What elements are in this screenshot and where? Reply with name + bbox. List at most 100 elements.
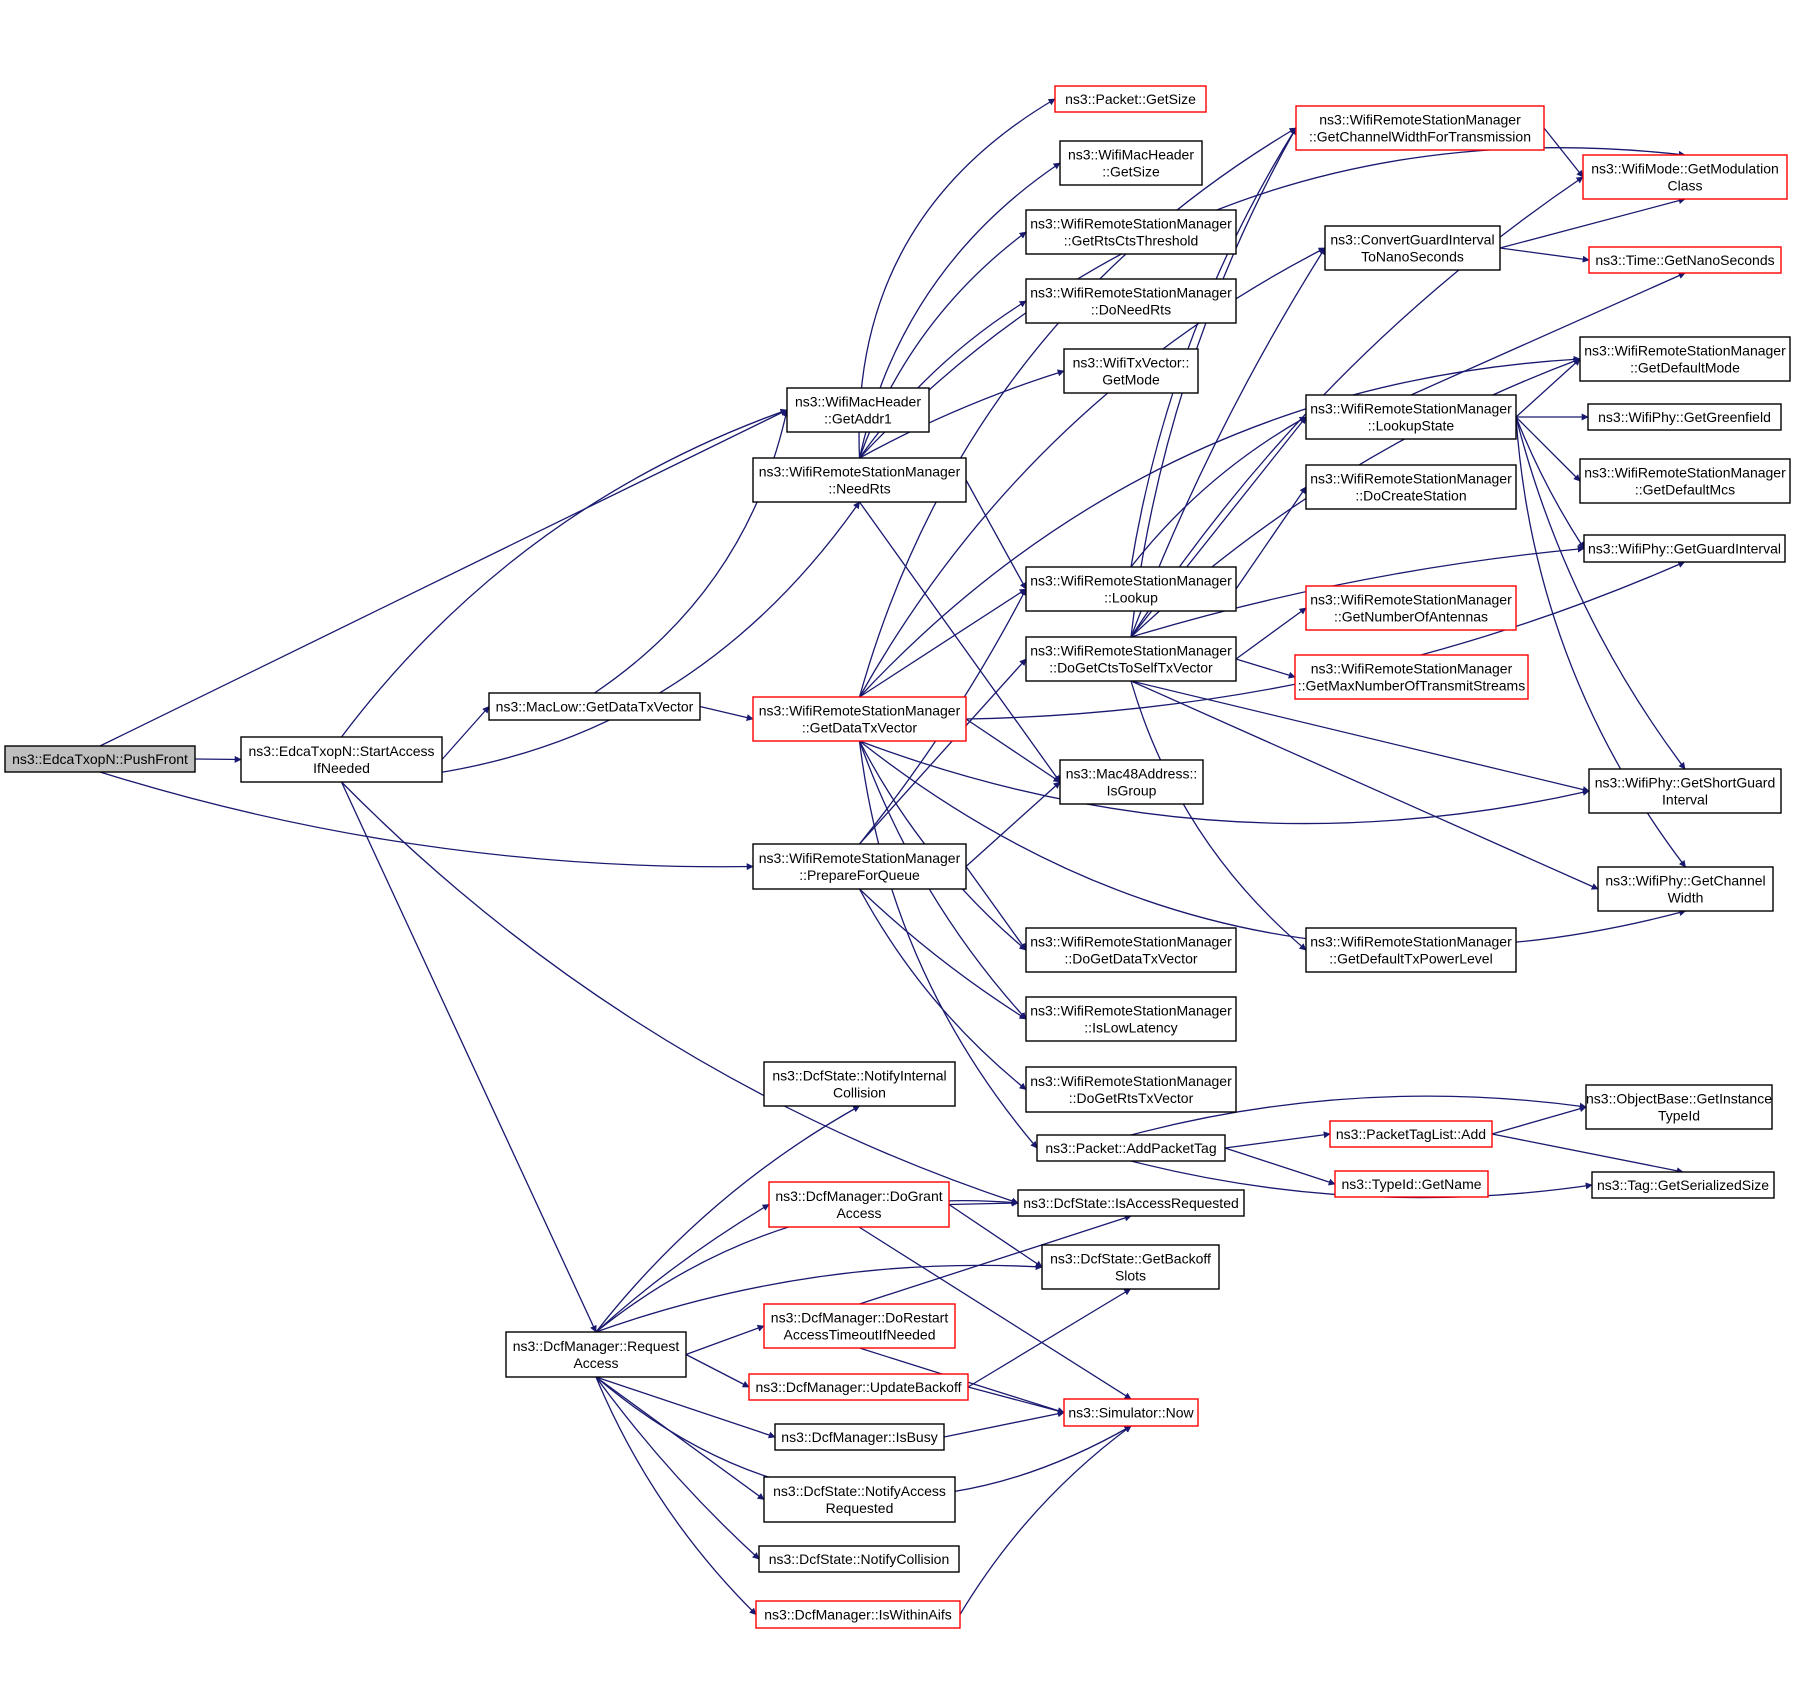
node-getgreenfield[interactable]: ns3::WifiPhy::GetGreenfield [1587,403,1782,431]
node-typeid-getname[interactable]: ns3::TypeId::GetName [1334,1170,1489,1198]
node-addpackettag[interactable]: ns3::Packet::AddPacketTag [1036,1134,1226,1162]
node-iswithinaifs[interactable]: ns3::DcfManager::IsWithinAifs [755,1600,961,1629]
call-edge [1515,416,1585,550]
node-header-getsize[interactable]: ns3::WifiMacHeader::GetSize [1059,140,1203,186]
node-label: IfNeeded [313,760,370,776]
node-box [505,1331,687,1378]
node-label: ns3::WifiMode::GetModulation [1591,161,1779,177]
node-isbusy[interactable]: ns3::DcfManager::IsBusy [774,1423,945,1451]
node-packettaglist-add[interactable]: ns3::PacketTagList::Add [1329,1120,1493,1148]
node-dogetctstoself[interactable]: ns3::WifiRemoteStationManager::DoGetCtsT… [1025,636,1237,682]
node-getdefaultmode[interactable]: ns3::WifiRemoteStationManager::GetDefaul… [1579,336,1791,382]
node-box [752,843,967,890]
node-box [1025,636,1237,682]
node-getdefaulttxpowerlevel[interactable]: ns3::WifiRemoteStationManager::GetDefaul… [1305,927,1517,973]
node-label: ns3::WifiRemoteStationManager [1030,573,1232,589]
node-getrtsctsthreshold[interactable]: ns3::WifiRemoteStationManager::GetRtsCts… [1025,209,1237,255]
node-label: ns3::Tag::GetSerializedSize [1597,1177,1769,1193]
call-edge [859,369,1065,459]
node-label: ns3::DcfManager::DoGrant [775,1188,942,1204]
node-dorestart[interactable]: ns3::DcfManager::DoRestartAccessTimeoutI… [763,1303,956,1349]
node-getdatatxvector-low[interactable]: ns3::MacLow::GetDataTxVector [488,692,701,721]
node-getmaxnumberofstreams[interactable]: ns3::WifiRemoteStationManager::GetMaxNum… [1294,654,1529,700]
call-edge [340,781,597,1333]
node-lookup[interactable]: ns3::WifiRemoteStationManager::Lookup [1025,566,1237,612]
call-edge [1499,247,1590,263]
node-getguardinterval[interactable]: ns3::WifiPhy::GetGuardInterval [1583,534,1786,563]
node-notifycollision[interactable]: ns3::DcfState::NotifyCollision [758,1545,960,1573]
call-edge [595,1203,770,1333]
call-edge [595,1376,776,1439]
node-needrts[interactable]: ns3::WifiRemoteStationManager::NeedRts [752,457,967,503]
node-getdefaultmcs[interactable]: ns3::WifiRemoteStationManager::GetDefaul… [1579,458,1791,504]
node-box [752,457,967,503]
node-label: TypeId [1658,1108,1700,1124]
node-dogetdatatxvector[interactable]: ns3::WifiRemoteStationManager::DoGetData… [1025,927,1237,973]
call-edge [99,409,788,747]
call-edge [859,355,1581,698]
node-box [1305,585,1517,631]
node-box [763,1476,956,1523]
node-box [1305,927,1517,973]
node-packet-getsize[interactable]: ns3::Packet::GetSize [1054,85,1207,113]
node-label: ns3::ObjectBase::GetInstance [1586,1091,1772,1107]
call-edge [1130,1095,1587,1136]
node-islowlatency[interactable]: ns3::WifiRemoteStationManager::IsLowLate… [1025,996,1237,1042]
call-edge [858,740,1038,1149]
node-isgroup[interactable]: ns3::Mac48Address::IsGroup [1059,759,1204,805]
node-label: ns3::Packet::GetSize [1065,91,1196,107]
node-getaddr1[interactable]: ns3::WifiMacHeader::GetAddr1 [786,387,930,433]
node-getchannelwidth[interactable]: ns3::WifiPhy::GetChannelWidth [1597,866,1774,912]
node-box [1588,246,1782,274]
node-getdatatxvector-rsm[interactable]: ns3::WifiRemoteStationManager::GetDataTx… [752,696,967,742]
node-box [1324,225,1501,271]
node-label: Access [573,1355,618,1371]
node-label: ::GetNumberOfAntennas [1334,609,1488,625]
call-edge [967,1386,1065,1415]
node-label: ::Lookup [1104,590,1158,606]
node-label: ns3::ConvertGuardInterval [1330,232,1494,248]
node-lookupstate[interactable]: ns3::WifiRemoteStationManager::LookupSta… [1305,394,1517,440]
node-label: ns3::DcfState::NotifyAccess [773,1483,946,1499]
node-label: Collision [833,1085,886,1101]
node-simnow[interactable]: ns3::Simulator::Now [1063,1398,1199,1427]
node-label: ns3::WifiRemoteStationManager [759,850,961,866]
node-dogetrtstxvector[interactable]: ns3::WifiRemoteStationManager::DoGetRtsT… [1025,1066,1237,1113]
node-label: ::GetDataTxVector [802,720,917,736]
node-pushfront[interactable]: ns3::EdcaTxopN::PushFront [4,745,196,773]
node-box [1059,140,1203,186]
node-getnumberofantennas[interactable]: ns3::WifiRemoteStationManager::GetNumber… [1305,585,1517,631]
node-docreatestation[interactable]: ns3::WifiRemoteStationManager::DoCreateS… [1305,464,1517,510]
node-label: ns3::WifiRemoteStationManager [1030,934,1232,950]
node-isaccessrequested[interactable]: ns3::DcfState::IsAccessRequested [1017,1189,1245,1217]
node-box [1329,1120,1493,1148]
call-edge [965,718,1061,783]
call-edge [948,1203,1043,1268]
node-getchannelwidthfortx[interactable]: ns3::WifiRemoteStationManager::GetChanne… [1295,105,1545,151]
node-box [1305,394,1517,440]
node-label: ::DoGetCtsToSelfTxVector [1049,660,1213,676]
node-getserializedsize[interactable]: ns3::Tag::GetSerializedSize [1591,1171,1775,1199]
node-getmode[interactable]: ns3::WifiTxVector::GetMode [1063,348,1199,394]
node-prepareforqueue[interactable]: ns3::WifiRemoteStationManager::PrepareFo… [752,843,967,890]
call-edge [1515,358,1581,418]
node-label: ns3::WifiMacHeader [1068,147,1194,163]
node-getnanoseconds[interactable]: ns3::Time::GetNanoSeconds [1588,246,1782,274]
node-label: ns3::WifiRemoteStationManager [1310,471,1512,487]
call-edge [595,1376,765,1501]
call-edge [1130,176,1584,638]
node-doneedrts[interactable]: ns3::WifiRemoteStationManager::DoNeedRts [1025,278,1237,324]
node-updatebackoff[interactable]: ns3::DcfManager::UpdateBackoff [748,1373,969,1401]
call-edge [967,1288,1132,1388]
node-label: ns3::WifiRemoteStationManager [1030,643,1232,659]
